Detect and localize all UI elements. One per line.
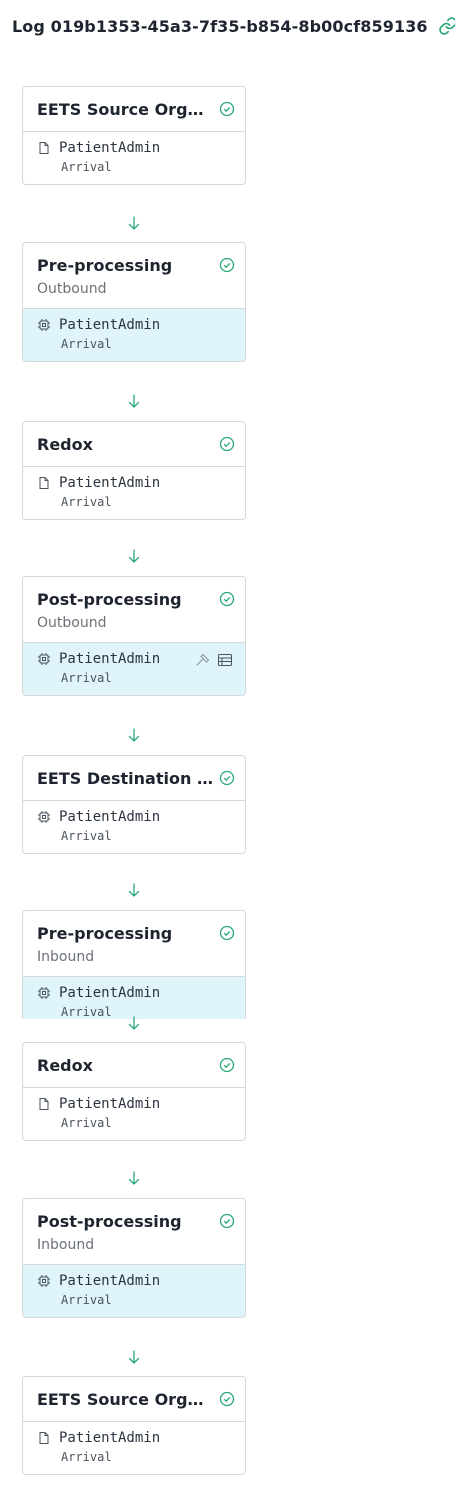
chip-icon	[38, 811, 50, 823]
check-circle-icon	[219, 770, 235, 786]
arrow-down-icon	[128, 1171, 140, 1185]
message-event: Arrival	[61, 1450, 112, 1464]
hammer-icon[interactable]	[195, 653, 211, 667]
step-card[interactable]: Post-processing Inbound PatientAdmin Arr…	[22, 1198, 246, 1318]
step-title: EETS Source Organization	[37, 1390, 213, 1409]
message-name: PatientAdmin	[59, 651, 161, 667]
step-title: Pre-processing	[37, 924, 173, 943]
step-direction: Outbound	[37, 281, 107, 297]
link-icon[interactable]	[438, 16, 455, 36]
step-message[interactable]: PatientAdmin Arrival	[23, 1421, 245, 1474]
file-icon	[39, 1432, 49, 1444]
check-circle-icon	[219, 591, 235, 607]
log-header: Log 019b1353-45a3-7f35-b854-8b00cf859136	[12, 16, 455, 36]
message-name: PatientAdmin	[59, 475, 161, 491]
check-circle-icon	[219, 1213, 235, 1229]
step-card[interactable]: Redox PatientAdmin Arrival	[22, 1042, 246, 1141]
step-header: EETS Source Organization	[23, 87, 245, 131]
message-event: Arrival	[61, 671, 112, 685]
step-message[interactable]: PatientAdmin Arrival	[23, 800, 245, 853]
arrow-down-icon	[128, 728, 140, 742]
message-name: PatientAdmin	[59, 1096, 161, 1112]
message-event: Arrival	[61, 160, 112, 174]
message-name: PatientAdmin	[59, 317, 161, 333]
message-event: Arrival	[61, 337, 112, 351]
arrow-down-icon	[128, 1016, 140, 1030]
chip-icon	[38, 319, 50, 331]
step-card[interactable]: Pre-processing Inbound PatientAdmin Arri…	[22, 910, 246, 1019]
step-direction: Inbound	[37, 949, 95, 965]
arrow-down-icon	[128, 549, 140, 563]
page-title: Log 019b1353-45a3-7f35-b854-8b00cf859136	[12, 16, 428, 36]
step-card[interactable]: EETS Source Organization PatientAdmin Ar…	[22, 1376, 246, 1475]
step-message[interactable]: PatientAdmin Arrival	[23, 1264, 245, 1317]
arrow-down-icon	[128, 883, 140, 897]
step-message[interactable]: PatientAdmin Arrival	[23, 976, 245, 1019]
chip-icon	[38, 1275, 50, 1287]
message-event: Arrival	[61, 1005, 112, 1019]
step-header: Pre-processing Inbound	[23, 911, 245, 976]
step-title: EETS Source Organization	[37, 100, 213, 119]
table-icon[interactable]	[217, 653, 233, 667]
message-name: PatientAdmin	[59, 140, 161, 156]
arrow-down-icon	[128, 394, 140, 408]
step-card[interactable]: EETS Source Organization PatientAdmin Ar…	[22, 86, 246, 185]
step-direction: Inbound	[37, 1237, 95, 1253]
message-name: PatientAdmin	[59, 1430, 161, 1446]
step-header: Post-processing Inbound	[23, 1199, 245, 1264]
check-circle-icon	[219, 257, 235, 273]
step-direction: Outbound	[37, 615, 107, 631]
step-header: Redox	[23, 422, 245, 466]
check-circle-icon	[219, 1057, 235, 1073]
step-header: Pre-processing Outbound	[23, 243, 245, 308]
check-circle-icon	[219, 1391, 235, 1407]
step-title: EETS Destination Organization	[37, 769, 213, 788]
message-event: Arrival	[61, 495, 112, 509]
message-tools	[195, 653, 233, 667]
file-icon	[39, 142, 49, 154]
step-title: Post-processing	[37, 1212, 182, 1231]
step-card[interactable]: Pre-processing Outbound PatientAdmin Arr…	[22, 242, 246, 362]
check-circle-icon	[219, 436, 235, 452]
step-message[interactable]: PatientAdmin Arrival	[23, 642, 245, 695]
arrow-down-icon	[128, 216, 140, 230]
message-event: Arrival	[61, 1293, 112, 1307]
step-title: Pre-processing	[37, 256, 173, 275]
chip-icon	[38, 987, 50, 999]
message-name: PatientAdmin	[59, 985, 161, 1001]
chip-icon	[38, 653, 50, 665]
check-circle-icon	[219, 101, 235, 117]
step-header: Post-processing Outbound	[23, 577, 245, 642]
step-header: EETS Source Organization	[23, 1377, 245, 1421]
step-header: EETS Destination Organization	[23, 756, 245, 800]
file-icon	[39, 1098, 49, 1110]
step-message[interactable]: PatientAdmin Arrival	[23, 466, 245, 519]
check-circle-icon	[219, 925, 235, 941]
step-title: Post-processing	[37, 590, 182, 609]
step-title: Redox	[37, 1056, 93, 1075]
step-card[interactable]: Post-processing Outbound PatientAdmin Ar…	[22, 576, 246, 696]
step-message[interactable]: PatientAdmin Arrival	[23, 308, 245, 361]
step-header: Redox	[23, 1043, 245, 1087]
step-title: Redox	[37, 435, 93, 454]
step-message[interactable]: PatientAdmin Arrival	[23, 1087, 245, 1140]
message-name: PatientAdmin	[59, 1273, 161, 1289]
message-event: Arrival	[61, 829, 112, 843]
message-event: Arrival	[61, 1116, 112, 1130]
step-message[interactable]: PatientAdmin Arrival	[23, 131, 245, 184]
message-name: PatientAdmin	[59, 809, 161, 825]
step-card[interactable]: EETS Destination Organization PatientAdm…	[22, 755, 246, 854]
arrow-down-icon	[128, 1350, 140, 1364]
file-icon	[39, 477, 49, 489]
step-card[interactable]: Redox PatientAdmin Arrival	[22, 421, 246, 520]
